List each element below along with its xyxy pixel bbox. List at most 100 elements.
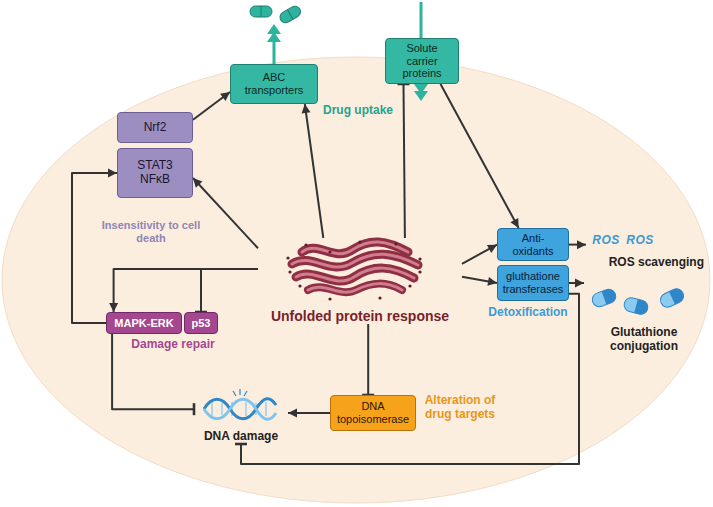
node-text: MAPK-ERK	[114, 317, 173, 330]
target-box: DNA topoisomerase	[330, 395, 416, 431]
node-text: ABC transporters	[235, 71, 313, 96]
uptake-arrow-part	[420, 2, 423, 38]
arrow-connector	[441, 84, 519, 228]
group-label: Detoxification	[484, 306, 572, 320]
er-illustration-part-part	[304, 243, 307, 246]
pathway-box: p53	[184, 312, 218, 334]
dna-helix-part-part	[265, 402, 267, 416]
er-illustration-part-part	[418, 270, 421, 273]
drug-pills-part	[250, 6, 272, 17]
dna-helix	[204, 389, 276, 419]
inhibition-connector	[195, 269, 258, 312]
node-text: gluthatione transferases	[502, 270, 564, 295]
inhibition-connector	[362, 324, 374, 395]
transporter-box: ABC transporters	[230, 64, 318, 104]
node-text: ROS scavenging	[609, 256, 704, 270]
er-illustration-part	[296, 268, 414, 281]
drug-pills	[250, 4, 303, 25]
arrow-connector	[302, 104, 324, 238]
er-illustration-part-part	[286, 256, 289, 259]
arrow-connector	[462, 245, 497, 264]
inhibition-bar	[193, 403, 196, 415]
dna-helix-part-part	[244, 391, 247, 396]
transporter-box: Solute carrier proteins	[385, 38, 459, 84]
connector-line	[193, 92, 230, 120]
outcome-label: DNA damage	[194, 392, 288, 444]
arrow-head	[510, 218, 518, 228]
er-illustration-part-part	[394, 242, 397, 245]
er-illustration-part	[308, 284, 402, 293]
drug-pills-part	[261, 6, 262, 17]
dna-helix-part-part	[245, 402, 247, 416]
detox-box: Anti-oxidants	[497, 228, 569, 261]
node-text: Anti-oxidants	[502, 232, 564, 257]
glutathione-capsules-part-part	[623, 296, 650, 316]
connector-line	[193, 178, 258, 248]
node-text: STAT3 NFκB	[132, 159, 178, 187]
drug-pills-part-part	[278, 4, 303, 25]
node-text: Glutathione conjugation	[584, 326, 704, 354]
dna-helix-part	[204, 399, 276, 419]
dna-helix-part-part	[211, 402, 213, 416]
glutathione-capsules-part-part	[658, 287, 686, 310]
pathway-box: MAPK-ERK	[106, 312, 182, 334]
connector-line	[241, 294, 579, 464]
arrow-connector	[72, 169, 117, 324]
er-illustration-part-part	[358, 240, 361, 243]
connector-line	[305, 104, 324, 238]
er-illustration-part-part	[328, 250, 331, 253]
connector-line	[462, 245, 497, 264]
dna-helix-part-part	[221, 403, 223, 415]
connector-line	[367, 324, 369, 395]
drug-pills-part	[278, 4, 303, 25]
arrow-head	[487, 245, 497, 253]
connector-line	[114, 269, 258, 312]
arrow-head	[108, 169, 117, 178]
inhibition-connector	[235, 294, 579, 464]
arrow-connector	[569, 240, 586, 249]
efflux-arrow	[267, 24, 281, 64]
er-illustration-part	[286, 240, 421, 300]
connector-line	[72, 173, 117, 323]
node-text: Nrf2	[144, 121, 167, 135]
arrow-connector	[109, 269, 258, 312]
glutathione-capsules-part	[623, 296, 650, 316]
arrow-head	[302, 104, 311, 114]
arrow-head	[288, 409, 297, 418]
dna-helix-part	[233, 389, 247, 396]
group-label: Damage repair	[126, 338, 220, 352]
group-label: Drug uptake	[318, 104, 398, 118]
node-text: DNA damage	[204, 430, 278, 444]
dna-helix-part	[204, 399, 276, 419]
er-illustration-part	[292, 254, 418, 267]
er-illustration-part-part	[378, 296, 381, 299]
er-illustration-part	[296, 268, 414, 281]
arrow-head	[193, 178, 202, 188]
arrow-head	[220, 92, 230, 101]
glutathione-capsules-part	[590, 287, 617, 308]
central-process: Unfolded protein response	[258, 238, 462, 324]
arrow-head	[109, 303, 118, 312]
arrow-connector	[193, 92, 230, 120]
arrow-head	[487, 277, 497, 286]
inhibition-connector	[398, 84, 410, 238]
connector-line	[404, 84, 405, 238]
node-text: DNA topoisomerase	[335, 400, 411, 425]
glutathione-capsules	[590, 287, 686, 316]
connector-line	[441, 84, 519, 228]
er-illustration-part-part	[408, 284, 411, 287]
group-label: Alteration of drug targets	[412, 394, 508, 422]
glutathione-capsules-part	[658, 287, 686, 310]
dna-helix-part-part	[239, 389, 240, 395]
er-illustration-part-part	[288, 270, 291, 273]
arrow-connector	[569, 279, 584, 288]
ros-icon: ROS	[590, 234, 622, 248]
er-illustration-part-part	[418, 257, 421, 260]
outcome-label: Glutathione conjugation	[584, 276, 704, 354]
uptake-arrow-part	[414, 91, 428, 101]
node-text: p53	[192, 317, 211, 330]
drug-pills-part-part	[288, 10, 294, 20]
efflux-arrow-part	[267, 32, 281, 42]
arrow-connector	[193, 178, 258, 248]
